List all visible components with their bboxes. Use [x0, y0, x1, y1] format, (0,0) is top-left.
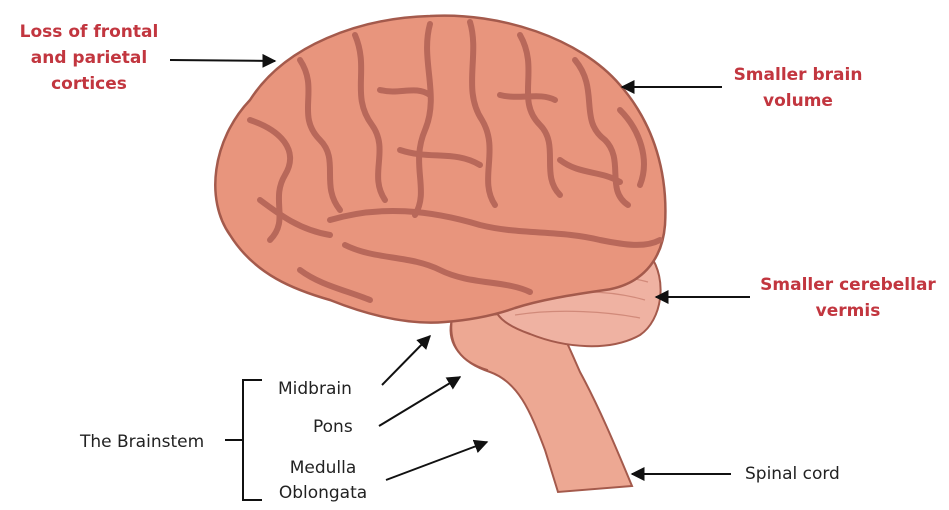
label-cerebellar-vermis: Smaller cerebellar vermis: [748, 272, 948, 324]
label-pons: Pons: [313, 415, 353, 440]
brainstem-bracket: [225, 380, 262, 500]
arrow-pons: [379, 377, 460, 426]
label-brainstem: The Brainstem: [80, 430, 204, 455]
label-medulla-oblongata: Medulla Oblongata: [268, 456, 378, 506]
label-midbrain: Midbrain: [278, 377, 352, 402]
arrow-frontal: [170, 60, 275, 61]
arrow-medulla: [386, 442, 487, 480]
cerebrum-shape: [215, 16, 665, 323]
arrow-midbrain: [382, 336, 430, 385]
label-spinal-cord: Spinal cord: [745, 462, 840, 487]
label-brain-volume: Smaller brain volume: [718, 62, 878, 114]
label-frontal-parietal: Loss of frontal and parietal cortices: [4, 19, 174, 97]
